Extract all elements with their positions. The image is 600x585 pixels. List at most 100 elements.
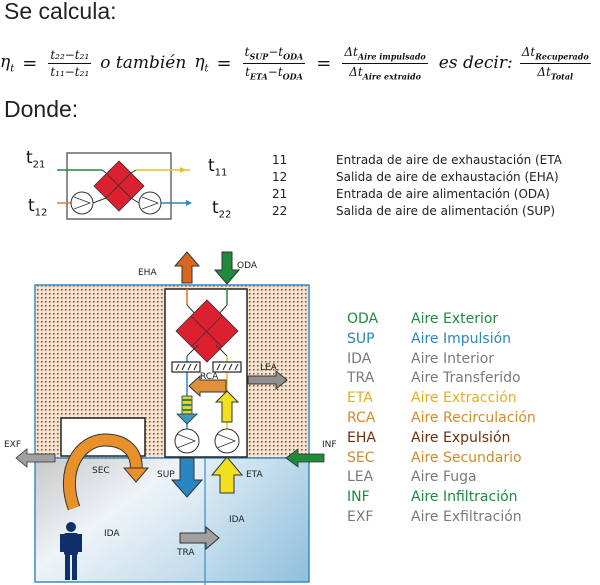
air-legend-row-exf: EXF Aire Exfiltración [347, 508, 536, 528]
fan-icon-extract [214, 428, 240, 454]
eta-symbol: ηt [0, 51, 15, 75]
building-outline [34, 284, 310, 583]
arrow-oda [213, 251, 241, 285]
eta-symbol-2: ηt [194, 51, 209, 75]
air-name: Aire Secundario [411, 449, 522, 466]
air-code: RCA [347, 409, 376, 426]
air-name: Aire Impulsión [411, 330, 512, 347]
label-t21: t21 [26, 148, 46, 171]
arrow-eha [173, 251, 201, 284]
fan-blade [141, 196, 160, 210]
heading-where: Donde: [4, 96, 79, 122]
point-number: 12 [272, 170, 288, 184]
filter-icon-left [171, 361, 201, 373]
person-icon [60, 522, 82, 580]
point-number: 11 [272, 153, 288, 167]
fraction-air-delta: ΔtAire impulsado ΔtAire extraido [342, 45, 428, 81]
filter-icon-right [212, 361, 242, 373]
air-name: Aire Fuga [411, 469, 477, 486]
connector [101, 169, 107, 174]
label-t22: t22 [212, 198, 232, 221]
fraction-numerator: ΔtRecuperado [519, 45, 591, 64]
duct [186, 344, 199, 357]
air-name: Aire Exfiltración [411, 508, 522, 525]
point-legend-row: 12 Salida de aire de exhaustación (EHA) [272, 169, 562, 186]
fan-blade [73, 196, 92, 210]
arrow-lea [247, 369, 288, 391]
label-eha: EHA [138, 268, 157, 278]
arrow-eta-small [180, 167, 186, 173]
air-code: SUP [347, 330, 375, 347]
fraction-denominator: ΔtTotal [537, 64, 574, 81]
label-tra: TRA [176, 548, 195, 558]
es-decir-text: es decir: [438, 53, 513, 73]
also-text: o también [100, 53, 187, 73]
arrow-exf [15, 448, 56, 468]
label-inf: INF [322, 440, 337, 450]
arrow-mixed-down [176, 395, 198, 425]
air-code: EXF [347, 508, 374, 525]
air-name: Aire Extracción [411, 390, 517, 407]
air-legend-row-inf: INF Aire Infiltración [347, 488, 536, 508]
arrow-eta [210, 456, 244, 494]
air-legend-row-oda: ODA Aire Exterior [347, 310, 536, 330]
equals-sign-3: = [316, 52, 332, 74]
point-description: Entrada de aire alimentación (ODA) [336, 187, 550, 201]
label-ida-right: IDA [229, 515, 245, 525]
fraction-air-codes: tSUP−tODA tETA−tODA [242, 45, 306, 81]
point-description: Salida de aire de alimentación (SUP) [336, 204, 556, 218]
arrow-tra [179, 525, 220, 551]
point-number: 22 [272, 204, 288, 218]
label-t12: t12 [28, 196, 48, 219]
air-code: ODA [347, 311, 379, 327]
air-code: INF [347, 489, 370, 506]
air-legend-row-eta: ETA Aire Extracción [347, 389, 536, 409]
air-name: Aire Interior [411, 350, 495, 367]
air-legend-row-rca: RCA Aire Recirculación [347, 409, 536, 429]
fan-icon-supply [174, 428, 200, 454]
fraction-numerator: tSUP−tODA [242, 45, 306, 64]
equals-sign-2: = [216, 52, 232, 74]
label-sup: SUP [157, 470, 175, 480]
fraction-denominator: tETA−tODA [245, 64, 303, 81]
label-exf: EXF [4, 440, 21, 450]
air-code: LEA [347, 469, 374, 486]
air-name: Aire Infiltración [411, 489, 518, 506]
air-legend-row-ida: IDA Aire Interior [347, 350, 536, 370]
label-rca: RCA [200, 372, 219, 382]
arrow-inf [285, 448, 325, 468]
point-legend-row: 11 Entrada de aire de exhaustación (ETA [272, 152, 562, 169]
arrow-sup-small [186, 200, 192, 206]
fraction-denominator: ΔtAire extraido [349, 64, 421, 81]
air-code: SEC [347, 449, 375, 466]
arrow-sec [64, 434, 142, 510]
connector [92, 197, 107, 204]
air-code: EHA [347, 429, 376, 446]
air-code: ETA [347, 390, 373, 407]
heading-calculate: Se calcula: [4, 0, 117, 24]
air-legend-row-sup: SUP Aire Impulsión [347, 330, 536, 350]
equals-sign: = [22, 52, 38, 74]
air-name: Aire Recirculación [411, 409, 536, 426]
arrow-sup [170, 457, 204, 498]
fraction-denominator: t₁₁−t₂₁ [50, 64, 90, 79]
building-diagram: EHA ODA RCA LEA EXF INF SEC SUP ETA IDA … [4, 251, 337, 585]
connector [130, 169, 137, 174]
air-code: TRA [347, 370, 375, 387]
label-sec: SEC [92, 466, 110, 476]
air-name: Aire Transferido [411, 370, 521, 387]
point-legend: 11 Entrada de aire de exhaustación (ETA 1… [272, 152, 562, 220]
air-code: IDA [347, 350, 372, 367]
fraction-numerator: t₂₂−t₂₁ [48, 47, 92, 64]
arrow-rca [188, 374, 227, 398]
arrow-eta-internal [214, 390, 240, 423]
small-exchanger-diagram [57, 152, 192, 220]
point-description: Entrada de aire de exhaustación (ETA [336, 153, 562, 167]
connector [130, 197, 140, 204]
point-description: Salida de aire de exhaustación (EHA) [336, 170, 559, 184]
point-number: 21 [272, 187, 288, 201]
air-name: Aire Exterior [411, 311, 499, 327]
